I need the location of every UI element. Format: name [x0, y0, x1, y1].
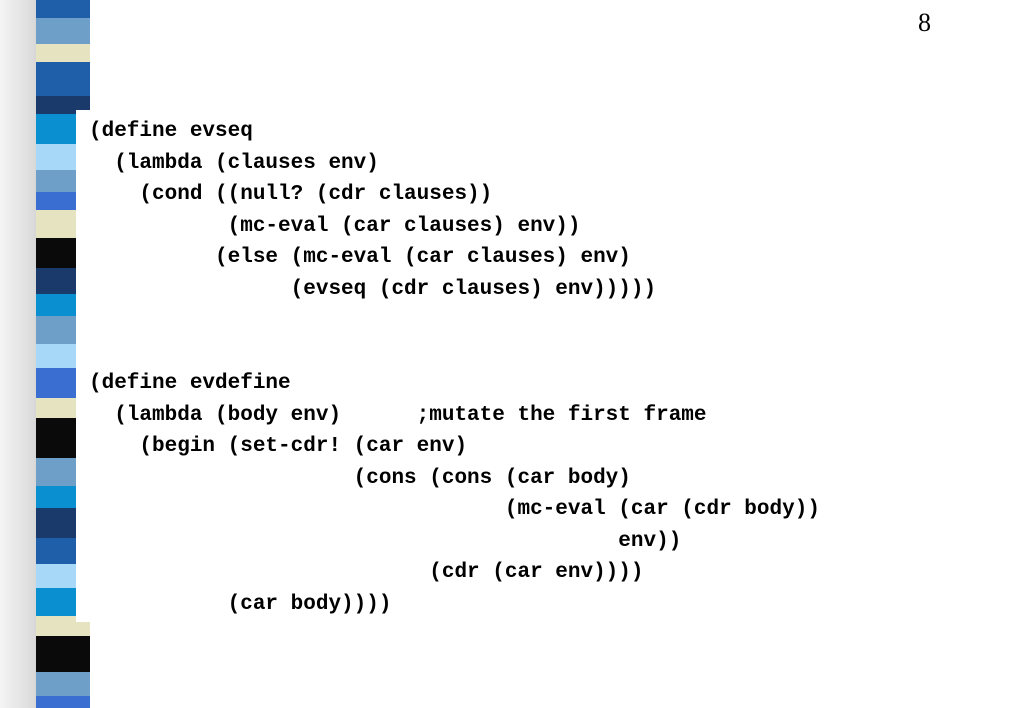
code-line: (else (mc-eval (car clauses) env) — [89, 246, 631, 269]
code-line: (evseq (cdr clauses) env))))) — [89, 277, 657, 301]
stripe-block — [36, 18, 90, 45]
stripe-block — [36, 62, 90, 97]
code-line: (define evseq — [89, 120, 253, 143]
code-line: (cond ((null? (cdr clauses)) — [89, 183, 493, 206]
stripe-block — [36, 44, 90, 63]
code-line: (lambda (clauses env) — [89, 151, 379, 175]
code-line — [89, 337, 820, 369]
page-number: 8 — [918, 8, 931, 37]
code-line: (begin (set-cdr! (car env) — [89, 435, 468, 458]
code-line: (lambda (body env) ;mutate the first fra… — [89, 403, 707, 427]
code-line: (define evdefine — [89, 372, 291, 395]
code-line — [89, 305, 820, 337]
stripe-block — [36, 96, 90, 115]
code-line: (cons (cons (car body) — [89, 466, 631, 490]
stripe-block — [36, 696, 90, 708]
stripe-block — [36, 672, 90, 697]
stripe-block — [36, 636, 90, 673]
code-line: (car body)))) — [89, 592, 392, 616]
code-block: (define evseq (lambda (clauses env) (con… — [89, 116, 820, 620]
code-line: (cdr (car env)))) — [89, 561, 644, 584]
code-line: env)) — [89, 529, 682, 553]
stripe-block — [36, 0, 90, 19]
code-line: (mc-eval (car (cdr body)) — [89, 498, 820, 521]
code-line: (mc-eval (car clauses) env)) — [89, 214, 581, 238]
content-panel — [76, 110, 1023, 622]
